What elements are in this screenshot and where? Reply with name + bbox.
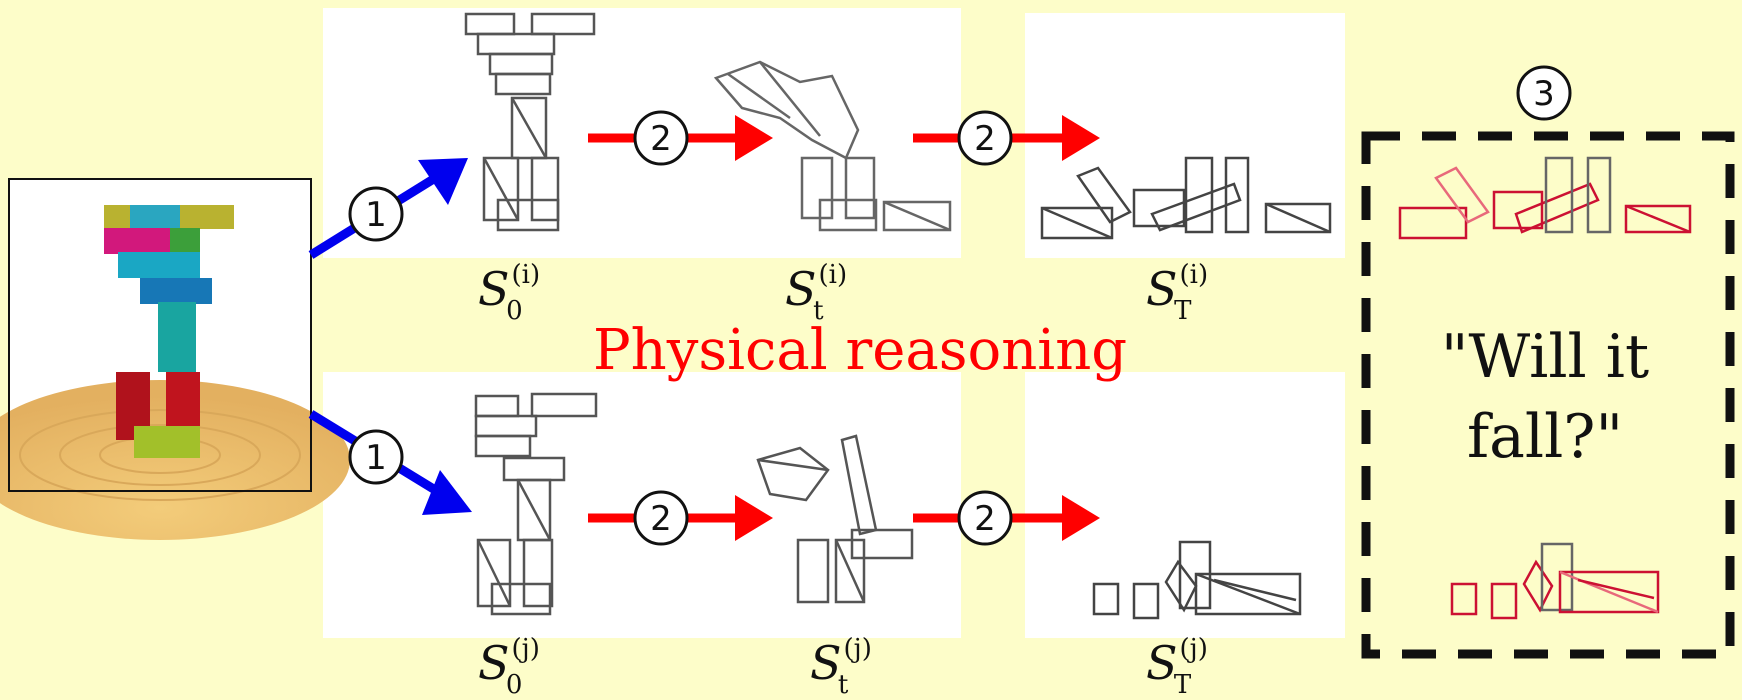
- question-text: "Will it fall?": [1355, 318, 1735, 478]
- svg-text:2: 2: [650, 119, 672, 159]
- input-image: [0, 179, 350, 540]
- outcome-wireframe-top: [1400, 158, 1690, 238]
- svg-text:1: 1: [365, 438, 387, 478]
- step1-marker-bottom: 1: [350, 431, 402, 483]
- wireframe-bottom-s0: [476, 394, 596, 614]
- step1-marker-top: 1: [350, 188, 402, 240]
- label-top-sT: S(i)T: [1146, 266, 1223, 320]
- svg-text:2: 2: [650, 499, 672, 539]
- wireframe-top-sT: [1042, 158, 1330, 238]
- svg-text:1: 1: [365, 195, 387, 235]
- step2-marker-bottom-1: 2: [635, 492, 687, 544]
- step2-marker-top-1: 2: [635, 112, 687, 164]
- outcome-wireframe-bottom: [1452, 544, 1658, 618]
- label-bottom-s0: S(j)0: [478, 640, 554, 694]
- wireframe-top-s0: [466, 14, 594, 230]
- step2-marker-top-2: 2: [959, 112, 1011, 164]
- diagram-title: Physical reasoning: [593, 318, 1127, 383]
- label-top-st: S(i)t: [785, 266, 856, 320]
- svg-text:2: 2: [974, 499, 996, 539]
- question-line-1: "Will it: [1355, 318, 1735, 398]
- step3-marker: 3: [1518, 67, 1570, 119]
- label-bottom-st: S(j)t: [810, 640, 880, 694]
- wireframe-bottom-st: [758, 436, 912, 602]
- question-line-2: fall?": [1355, 398, 1735, 478]
- step2-marker-bottom-2: 2: [959, 492, 1011, 544]
- svg-text:3: 3: [1533, 74, 1555, 114]
- label-top-s0: S(i)0: [478, 266, 555, 320]
- label-bottom-sT: S(j)T: [1146, 640, 1223, 694]
- wireframe-bottom-sT: [1094, 542, 1300, 618]
- svg-text:2: 2: [974, 119, 996, 159]
